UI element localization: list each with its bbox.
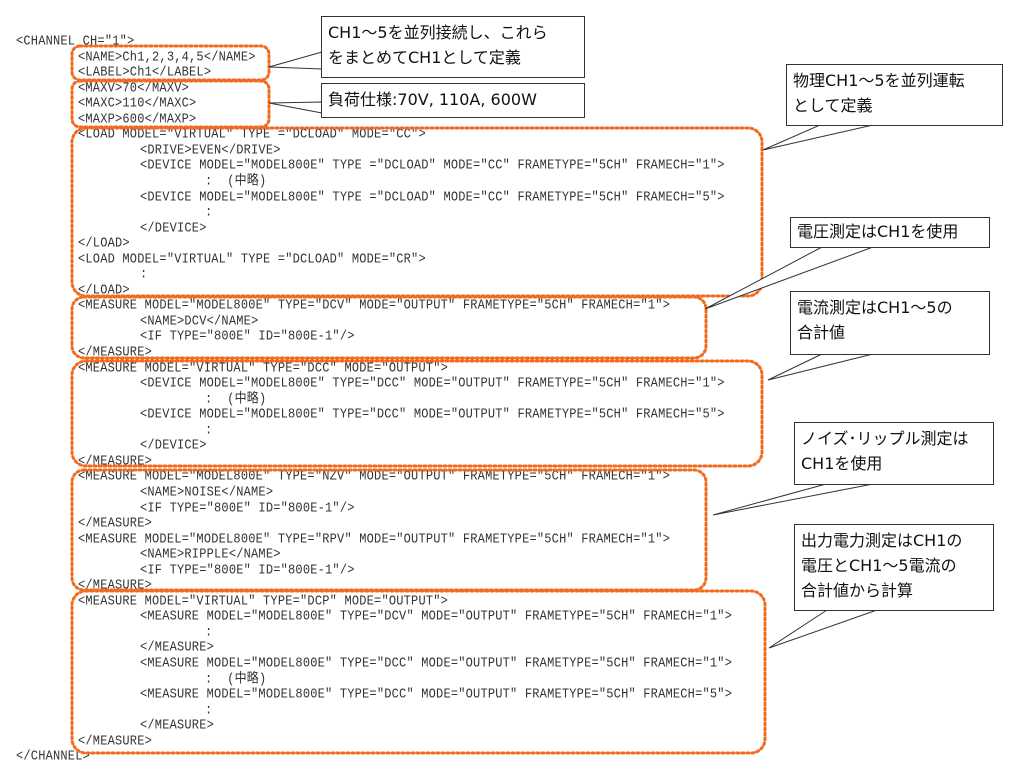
highlight-name-label bbox=[70, 44, 271, 82]
code-line: <IF TYPE="800E" ID="800E-1"/> bbox=[140, 328, 355, 345]
code-line: <LABEL>Ch1</LABEL> bbox=[78, 64, 212, 81]
code-line: <IF TYPE="800E" ID="800E-1"/> bbox=[140, 561, 355, 578]
code-line: : bbox=[140, 266, 148, 283]
code-line: <MEASURE MODEL="MODEL800E" TYPE="DCC" MO… bbox=[140, 686, 733, 703]
highlight-load bbox=[70, 126, 764, 298]
code-line: <MEASURE MODEL="MODEL800E" TYPE="NZV" MO… bbox=[78, 468, 671, 485]
highlight-max-spec bbox=[70, 79, 271, 129]
code-line: </MEASURE> bbox=[140, 639, 215, 656]
code-line: <MAXP>600</MAXP> bbox=[78, 110, 197, 127]
highlight-measure-dcc bbox=[70, 359, 764, 468]
code-line: <DEVICE MODEL="MODEL800E" TYPE ="DCLOAD"… bbox=[140, 188, 725, 205]
callout-physical: 物理CH1～5を並列運転 として定義 bbox=[786, 64, 1003, 126]
code-line: <IF TYPE="800E" ID="800E-1"/> bbox=[140, 499, 355, 516]
code-line: <NAME>Ch1,2,3,4,5</NAME> bbox=[78, 48, 256, 65]
callout-text: 合計値 bbox=[797, 323, 846, 342]
callout-text: 電圧とCH1～5電流の bbox=[801, 556, 957, 575]
code-line: <DRIVE>EVEN</DRIVE> bbox=[140, 141, 281, 158]
code-line: <MEASURE MODEL="MODEL800E" TYPE="DCC" MO… bbox=[140, 654, 733, 672]
code-line: <MEASURE MODEL="VIRTUAL" TYPE="DCP" MODE… bbox=[78, 592, 449, 609]
callout-noise: ノイズ･リップル測定は CH1を使用 bbox=[794, 422, 994, 485]
callout-pointer-physical bbox=[762, 124, 874, 151]
code-line: </LOAD> bbox=[78, 235, 130, 252]
code-line: </MEASURE> bbox=[78, 343, 153, 361]
code-line: <NAME>DCV</NAME> bbox=[140, 312, 259, 329]
code-line: <MAXC>110</MAXC> bbox=[78, 95, 197, 112]
callout-text: 負荷仕様:70V, 110A, 600W bbox=[328, 90, 537, 109]
callout-text: 電圧測定はCH1を使用 bbox=[797, 222, 959, 241]
code-line: <MEASURE MODEL="MODEL800E" TYPE="DCV" MO… bbox=[78, 297, 671, 314]
highlight-measure-noise-ripple bbox=[70, 468, 708, 592]
callout-pointer-power bbox=[768, 609, 878, 649]
callout-text: 電流測定はCH1～5の bbox=[797, 298, 953, 317]
callout-voltage: 電圧測定はCH1を使用 bbox=[790, 217, 990, 248]
code-line: </MEASURE> bbox=[78, 514, 153, 532]
callout-text: をまとめてCH1として定義 bbox=[328, 48, 521, 67]
callout-pointer-noise bbox=[712, 483, 874, 516]
code-line: : bbox=[205, 623, 213, 640]
code-line: </DEVICE> bbox=[140, 219, 207, 236]
code-line: <MEASURE MODEL="VIRTUAL" TYPE="DCC" MODE… bbox=[78, 359, 449, 376]
callout-power: 出力電力測定はCH1の 電圧とCH1～5電流の 合計値から計算 bbox=[794, 524, 994, 611]
callout-current: 電流測定はCH1～5の 合計値 bbox=[790, 291, 990, 355]
code-line: </LOAD> bbox=[78, 281, 130, 298]
code-line: <MEASURE MODEL="MODEL800E" TYPE="DCV" MO… bbox=[140, 608, 733, 625]
callout-text: 物理CH1～5を並列運転 bbox=[793, 71, 965, 90]
code-line: : bbox=[205, 421, 213, 438]
code-line: <LOAD MODEL="VIRTUAL" TYPE ="DCLOAD" MOD… bbox=[78, 250, 426, 267]
code-line: <MAXV>70</MAXV> bbox=[78, 79, 190, 96]
code-line: </MEASURE> bbox=[140, 717, 215, 734]
code-line: <NAME>NOISE</NAME> bbox=[140, 483, 274, 500]
callout-pointer-load-spec bbox=[268, 101, 323, 114]
callout-pointer-current bbox=[767, 353, 874, 381]
code-line: <DEVICE MODEL="MODEL800E" TYPE="DCC" MOD… bbox=[140, 375, 725, 392]
highlight-measure-dcv bbox=[70, 295, 708, 360]
callout-text: CH1～5を並列接続し、これら bbox=[328, 23, 548, 42]
callout-text: 合計値から計算 bbox=[801, 581, 914, 600]
callout-parallel: CH1～5を並列接続し、これら をまとめてCH1として定義 bbox=[321, 16, 585, 78]
code-line: : (中略) bbox=[205, 390, 267, 407]
code-line: <NAME>RIPPLE</NAME> bbox=[140, 546, 281, 563]
code-line: <DEVICE MODEL="MODEL800E" TYPE ="DCLOAD"… bbox=[140, 157, 725, 174]
code-line: </DEVICE> bbox=[140, 437, 207, 454]
code-line: : (中略) bbox=[205, 670, 267, 687]
callout-text: として定義 bbox=[793, 96, 873, 115]
callout-text: 出力電力測定はCH1の bbox=[801, 531, 963, 550]
code-line: : (中略) bbox=[205, 172, 267, 189]
code-line: : bbox=[205, 701, 213, 718]
code-line: </CHANNEL> bbox=[16, 748, 91, 765]
callout-text: ノイズ･リップル測定は bbox=[801, 429, 969, 448]
code-line: <DEVICE MODEL="MODEL800E" TYPE="DCC" MOD… bbox=[140, 406, 725, 423]
code-line: <MEASURE MODEL="MODEL800E" TYPE="RPV" MO… bbox=[78, 530, 671, 547]
code-line: <LOAD MODEL="VIRTUAL" TYPE ="DCLOAD" MOD… bbox=[78, 126, 426, 143]
callout-text: CH1を使用 bbox=[801, 454, 883, 473]
code-line: </MEASURE> bbox=[78, 732, 153, 749]
code-line: : bbox=[205, 203, 213, 221]
callout-load-spec: 負荷仕様:70V, 110A, 600W bbox=[321, 83, 585, 118]
highlight-measure-dcp bbox=[70, 589, 767, 755]
callout-pointer-parallel bbox=[268, 51, 323, 70]
